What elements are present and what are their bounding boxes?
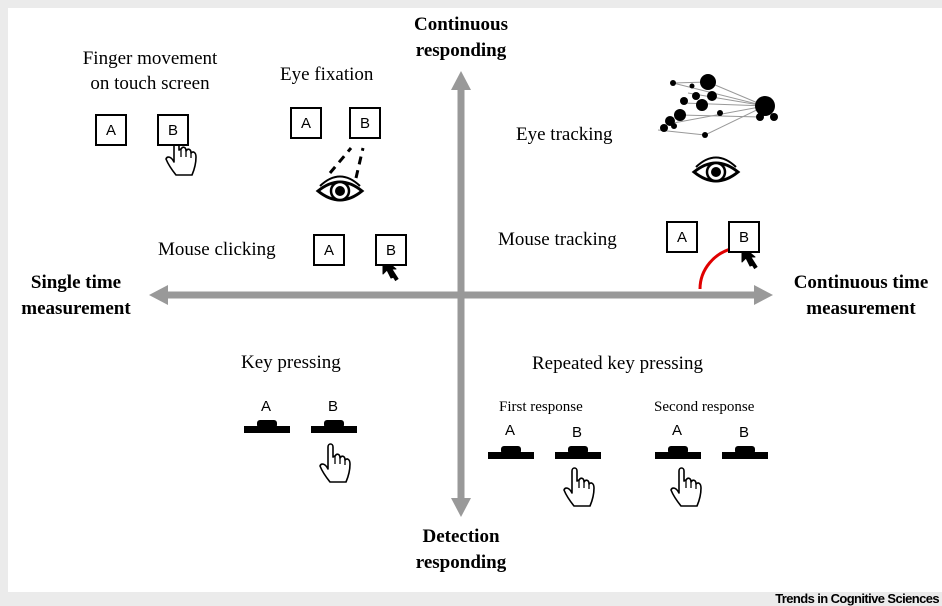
mouse-trajectory — [698, 246, 736, 290]
mouse-clicking-label: Mouse clicking — [158, 239, 276, 260]
choice-box-b: B — [728, 221, 760, 253]
axis-label-right: Continuous time measurement — [793, 272, 929, 319]
repeated-key-pressing-label: Repeated key pressing — [532, 353, 703, 374]
key-button-icon — [488, 446, 534, 459]
choice-box-b: B — [349, 107, 381, 139]
eye-fixation-label: Eye fixation — [280, 64, 374, 85]
eye-tracking-label: Eye tracking — [516, 124, 613, 145]
diagram-canvas: Continuous responding Detection respondi… — [8, 8, 942, 592]
first-response-label: First response — [499, 399, 583, 415]
journal-footer: Trends in Cognitive Sciences — [775, 591, 939, 606]
second-response-label: Second response — [654, 399, 755, 415]
key-letter-a: A — [261, 398, 272, 415]
mouse-tracking-label: Mouse tracking — [498, 229, 617, 250]
key-letter-a: A — [505, 422, 516, 439]
pointing-hand-icon — [563, 467, 595, 507]
key-letter-a: A — [672, 422, 683, 439]
key-letter-b: B — [328, 398, 339, 415]
eye-icon — [692, 156, 740, 183]
axis-arrow-down — [451, 498, 471, 517]
axis-label-bottom: Detection responding — [415, 526, 507, 573]
choice-box-a: A — [95, 114, 127, 146]
choice-box-b: B — [157, 114, 189, 146]
finger-movement-label: Finger movement on touch screen — [82, 48, 218, 94]
gaze-dashed-line-1 — [328, 147, 353, 174]
diagram-graphics — [149, 71, 778, 517]
key-letter-b: B — [739, 424, 750, 441]
axis-arrow-right — [754, 285, 773, 305]
gaze-dashed-line-2 — [354, 147, 365, 179]
axis-arrow-left — [149, 285, 168, 305]
choice-box-b: B — [375, 234, 407, 266]
key-button-icon — [311, 420, 357, 433]
key-pressing-label: Key pressing — [241, 352, 341, 373]
key-button-icon — [244, 420, 290, 433]
choice-box-a: A — [290, 107, 322, 139]
axis-label-left: Single time measurement — [21, 272, 131, 319]
axis-label-top: Continuous responding — [414, 14, 508, 61]
axis-arrow-up — [451, 71, 471, 90]
key-letter-b: B — [572, 424, 583, 441]
eye-icon — [316, 175, 364, 202]
key-button-icon — [722, 446, 768, 459]
key-button-icon — [655, 446, 701, 459]
key-button-icon — [555, 446, 601, 459]
pointing-hand-icon — [670, 467, 702, 507]
choice-box-a: A — [313, 234, 345, 266]
choice-box-a: A — [666, 221, 698, 253]
gaze-fixation-points — [660, 74, 778, 138]
pointing-hand-icon — [319, 443, 351, 483]
